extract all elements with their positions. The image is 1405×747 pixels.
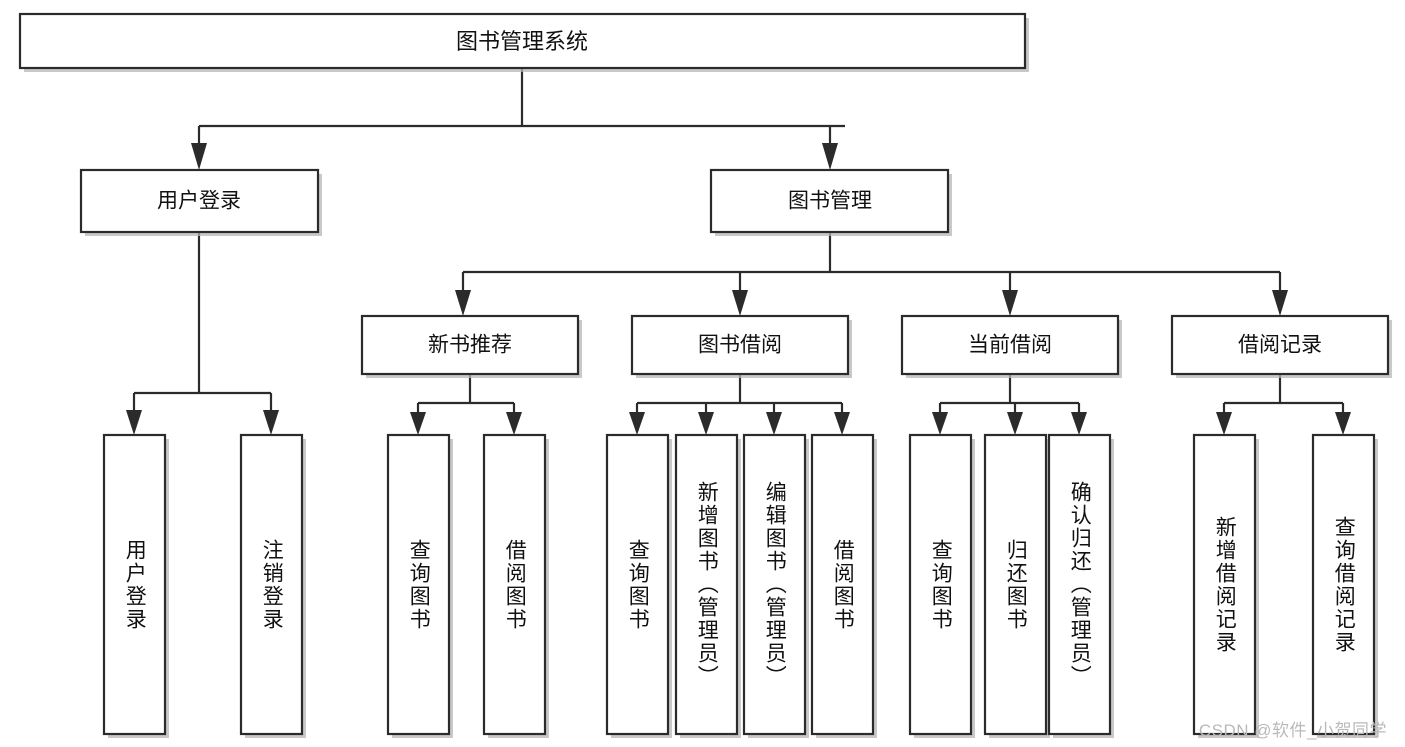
- arrowhead-user-login: [191, 143, 207, 170]
- connector-group-new-book-rec: [410, 374, 522, 435]
- leaf-confirm-return-rect: [1047, 433, 1112, 736]
- leaf-return-book-rect: [983, 433, 1048, 736]
- leaf-logout-rect: [239, 433, 304, 736]
- leaf-borrow-book-1-rect: [482, 433, 547, 736]
- arrowhead-leaf-query-book-2: [629, 412, 645, 435]
- leaf-borrow-book-2-rect: [810, 433, 875, 736]
- node-current-borrow-rect: [900, 314, 1120, 376]
- node-book-borrow[interactable]: 图书借阅: [630, 314, 852, 378]
- node-user-login-rect: [79, 168, 320, 234]
- arrowhead-book-borrow: [732, 290, 748, 316]
- node-root-rect: [18, 12, 1027, 70]
- arrowhead-leaf-edit-book: [766, 412, 782, 435]
- leaf-node-user-login[interactable]: [102, 433, 169, 738]
- leaf-node-add-book[interactable]: [674, 433, 741, 738]
- leaf-node-add-record[interactable]: [1192, 433, 1259, 738]
- node-new-book-recommend-rect: [360, 314, 580, 376]
- arrowhead-new-book-rec: [455, 290, 471, 316]
- node-book-borrow-label: 图书借阅: [698, 334, 782, 357]
- connector-group-borrow-record: [1216, 374, 1351, 435]
- arrowhead-book-mgmt: [822, 143, 838, 170]
- leaf-node-query-book-2[interactable]: [605, 433, 672, 738]
- leaf-node-logout[interactable]: [239, 433, 306, 738]
- node-book-borrow-rect: [630, 314, 850, 376]
- node-borrow-record-label: 借阅记录: [1238, 334, 1322, 357]
- leaf-node-borrow-book-2[interactable]: [810, 433, 877, 738]
- arrowhead-leaf-query-book-3: [932, 412, 948, 435]
- arrowhead-leaf-user-login: [126, 410, 142, 435]
- arrowhead-leaf-logout: [263, 410, 279, 435]
- arrowhead-leaf-borrow-book-1: [506, 412, 522, 435]
- leaf-query-book-3-rect: [908, 433, 973, 736]
- arrowhead-leaf-query-book-1: [410, 412, 426, 435]
- arrowhead-leaf-add-book: [698, 412, 714, 435]
- leaf-rect-group: [102, 433, 1378, 738]
- arrowhead-current-borrow: [1002, 290, 1018, 316]
- leaf-node-query-book-3[interactable]: [908, 433, 975, 738]
- leaf-edit-book-rect: [742, 433, 807, 736]
- arrowhead-borrow-record: [1272, 290, 1288, 316]
- arrowhead-leaf-add-record: [1216, 412, 1232, 435]
- connector-group-current-borrow: [932, 374, 1087, 435]
- connector-group-book-mgmt: [455, 232, 1288, 316]
- csdn-watermark: CSDN @软件_小贺同学: [1198, 721, 1387, 740]
- arrowhead-leaf-confirm-return: [1071, 412, 1087, 435]
- arrowhead-leaf-return-book: [1007, 412, 1023, 435]
- leaf-query-book-2-rect: [605, 433, 670, 736]
- leaf-node-query-record[interactable]: [1311, 433, 1378, 738]
- connector-group-book-borrow: [629, 374, 850, 435]
- node-borrow-record[interactable]: 借阅记录: [1170, 314, 1392, 378]
- leaf-node-borrow-book-1[interactable]: [482, 433, 549, 738]
- node-borrow-record-rect: [1170, 314, 1390, 376]
- leaf-add-record-rect: [1192, 433, 1257, 736]
- node-book-management-label: 图书管理: [788, 190, 872, 213]
- leaf-query-book-1-rect: [386, 433, 451, 736]
- node-root-label: 图书管理系统: [456, 29, 588, 54]
- leaf-node-query-book-1[interactable]: [386, 433, 453, 738]
- leaf-query-record-rect: [1311, 433, 1376, 736]
- node-book-management[interactable]: 图书管理: [709, 168, 952, 236]
- leaf-add-book-rect: [674, 433, 739, 736]
- arrowhead-leaf-query-record: [1335, 412, 1351, 435]
- connector-group-user-login: [126, 232, 279, 435]
- leaf-node-confirm-return[interactable]: [1047, 433, 1114, 738]
- node-new-book-recommend-label: 新书推荐: [428, 334, 512, 357]
- leaf-node-edit-book[interactable]: [742, 433, 809, 738]
- node-root[interactable]: 图书管理系统: [18, 12, 1029, 72]
- connector-group-root: [191, 68, 845, 170]
- node-current-borrow[interactable]: 当前借阅: [900, 314, 1122, 378]
- node-user-login-label: 用户登录: [157, 190, 241, 213]
- leaf-user-login-rect: [102, 433, 167, 736]
- node-book-management-rect: [709, 168, 950, 234]
- node-new-book-recommend[interactable]: 新书推荐: [360, 314, 582, 378]
- arrowhead-leaf-borrow-book-2: [834, 412, 850, 435]
- leaf-node-return-book[interactable]: [983, 433, 1050, 738]
- node-current-borrow-label: 当前借阅: [968, 334, 1052, 357]
- node-user-login[interactable]: 用户登录: [79, 168, 322, 236]
